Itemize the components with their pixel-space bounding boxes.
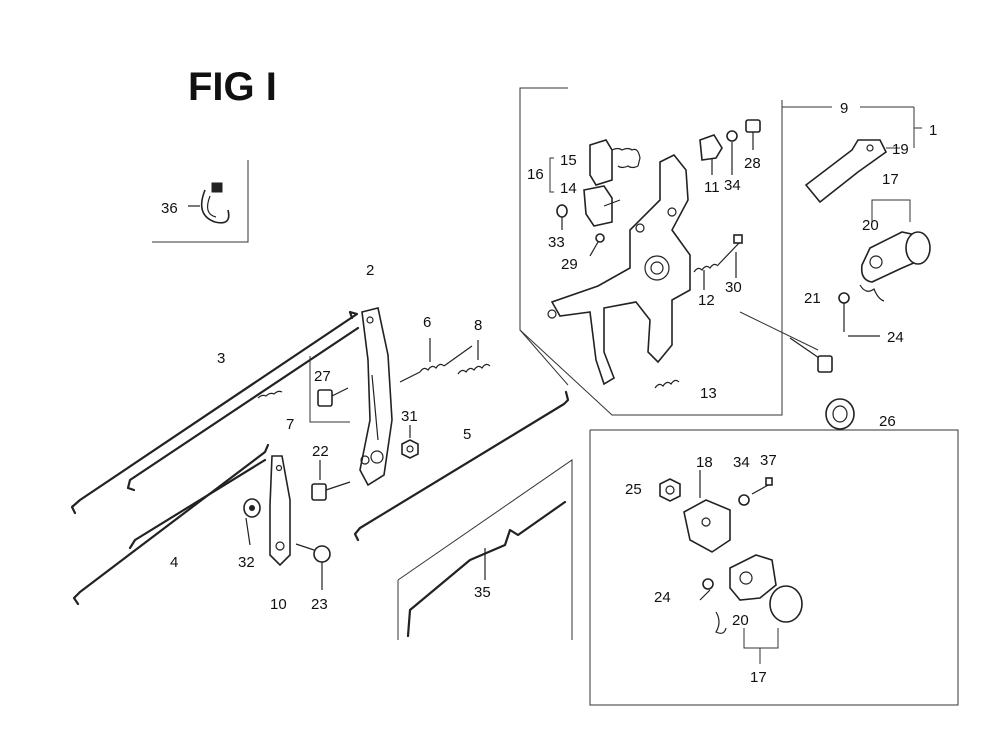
bracket-1-9-19 xyxy=(782,106,922,149)
callout-20-top: 20 xyxy=(862,217,879,234)
callout-10: 10 xyxy=(270,596,287,613)
callout-13: 13 xyxy=(700,385,717,402)
callout-17-bottom: 17 xyxy=(750,669,767,686)
part-11-pivot xyxy=(699,134,723,175)
part-31-nut xyxy=(401,425,419,459)
part-12-spring xyxy=(693,263,719,290)
callout-9: 9 xyxy=(840,100,848,117)
callout-24-bottom: 24 xyxy=(654,589,671,606)
rod-3 xyxy=(70,310,359,515)
callout-8: 8 xyxy=(474,317,482,334)
part-6-spring xyxy=(399,338,473,383)
callout-17-top: 17 xyxy=(882,171,899,188)
callout-3: 3 xyxy=(217,350,225,367)
part-35-rod xyxy=(406,500,567,638)
callout-16: 16 xyxy=(527,166,544,183)
part-13-spring xyxy=(654,379,680,389)
box-alt-control xyxy=(589,429,959,706)
callout-21: 21 xyxy=(804,290,821,307)
callout-2: 2 xyxy=(366,262,374,279)
callout-32: 32 xyxy=(238,554,255,571)
callout-1: 1 xyxy=(929,122,937,139)
rod-4 xyxy=(72,443,270,606)
control-base-bracket xyxy=(547,153,691,386)
box-control-base xyxy=(519,87,783,416)
part-19-plate xyxy=(804,139,888,204)
callout-4: 4 xyxy=(170,554,178,571)
part-33-washer xyxy=(556,204,568,230)
part-36-clip xyxy=(188,182,230,224)
callout-15: 15 xyxy=(560,152,577,169)
callout-35: 35 xyxy=(474,584,491,601)
callout-14: 14 xyxy=(560,180,577,197)
callout-18: 18 xyxy=(696,454,713,471)
callout-34-top: 34 xyxy=(724,177,741,194)
callout-23: 23 xyxy=(311,596,328,613)
part-21-bolt xyxy=(789,337,833,373)
part-14-switch xyxy=(583,185,621,227)
part-10-lever xyxy=(269,455,291,567)
part-24-screw-top xyxy=(838,292,880,337)
callout-11: 11 xyxy=(704,179,720,196)
part-2-lever xyxy=(359,307,393,487)
part-29-screw xyxy=(589,233,605,257)
callout-24-top: 24 xyxy=(887,329,904,346)
callout-37: 37 xyxy=(760,452,777,469)
leader-21 xyxy=(739,311,819,351)
part-17-knob xyxy=(859,231,931,302)
part-25-nut xyxy=(659,478,681,502)
bracket-16 xyxy=(549,157,554,193)
part-32-washer xyxy=(243,498,261,546)
callout-33: 33 xyxy=(548,234,565,251)
bracket-17-bottom xyxy=(743,628,779,664)
callout-26: 26 xyxy=(879,413,896,430)
callout-29: 29 xyxy=(561,256,578,273)
box-part-36 xyxy=(152,160,249,243)
part-24-screw-bottom xyxy=(699,578,714,601)
callout-28: 28 xyxy=(744,155,761,172)
part-30-screw xyxy=(717,234,743,278)
callout-25: 25 xyxy=(625,481,642,498)
callout-7: 7 xyxy=(286,416,294,433)
callout-labels: 1 2 3 4 5 6 7 8 9 10 11 12 13 14 15 16 1… xyxy=(161,100,937,686)
rod-5 xyxy=(353,390,570,542)
callout-22: 22 xyxy=(312,443,329,460)
rod-7 xyxy=(126,326,360,492)
part-22-bolt xyxy=(311,460,351,501)
callout-5: 5 xyxy=(463,426,471,443)
part-34-washer-bottom xyxy=(738,494,750,506)
callout-31: 31 xyxy=(401,408,418,425)
part-8-spring xyxy=(457,340,491,375)
callout-34-bottom: 34 xyxy=(733,454,750,471)
figure-title: FIG I xyxy=(188,65,277,109)
callout-20-bottom: 20 xyxy=(732,612,749,629)
part-18-bracket xyxy=(683,470,731,553)
part-17-knob-bottom xyxy=(715,554,803,634)
part-23-bolt xyxy=(295,543,331,590)
bracket-17-top xyxy=(871,199,911,222)
part-26-clamp xyxy=(825,398,855,430)
callout-12: 12 xyxy=(698,292,715,309)
part-34-washer-top xyxy=(726,130,738,175)
box-part-35 xyxy=(397,459,573,640)
callout-6: 6 xyxy=(423,314,431,331)
callout-19: 19 xyxy=(892,141,909,158)
part-37-screw xyxy=(751,477,773,495)
callout-30: 30 xyxy=(725,279,742,296)
part-16-switch xyxy=(589,139,641,186)
callout-27: 27 xyxy=(314,368,331,385)
part-28-bolt xyxy=(745,119,761,150)
callout-36: 36 xyxy=(161,200,178,217)
part-27-bolt xyxy=(309,356,350,423)
